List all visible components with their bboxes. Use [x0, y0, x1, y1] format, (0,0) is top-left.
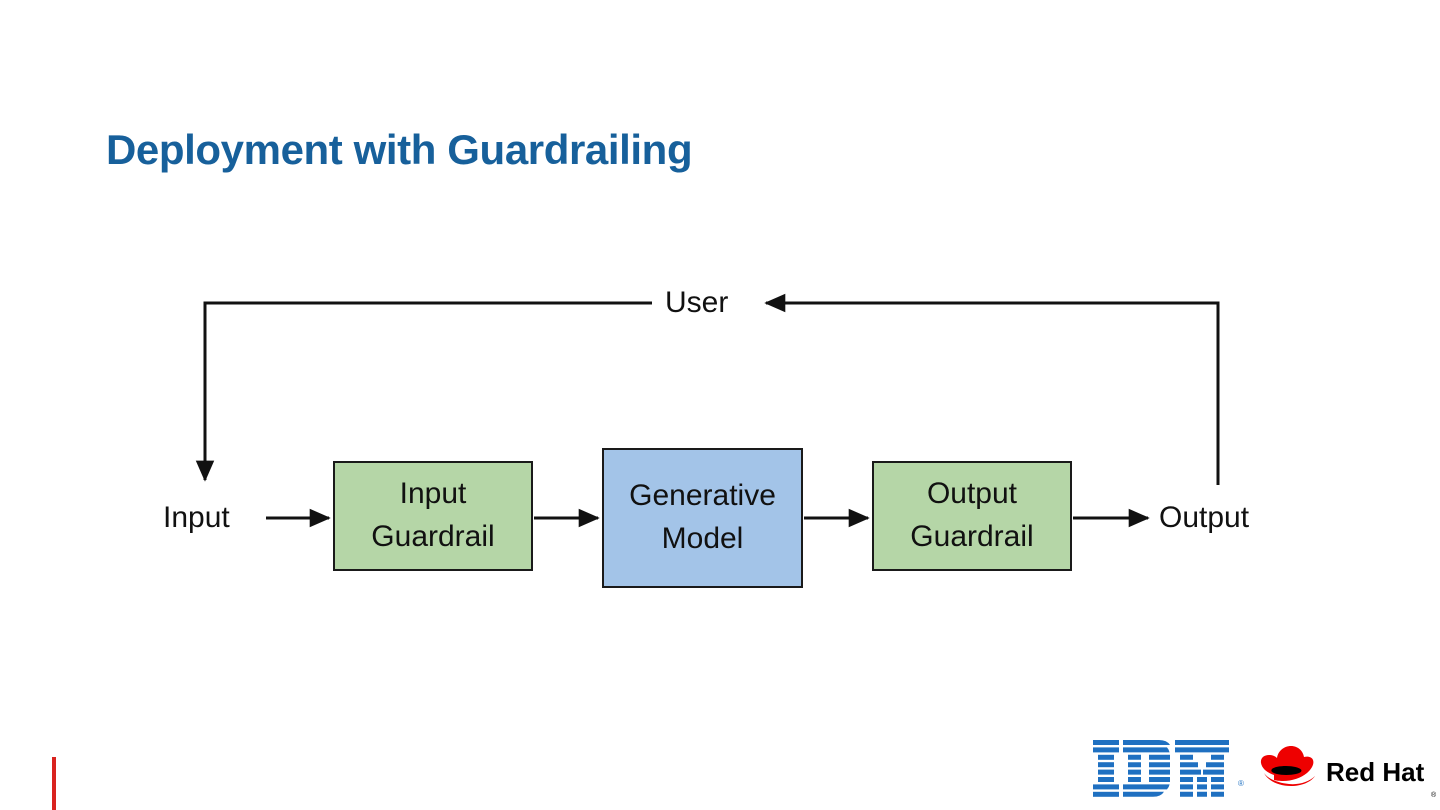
label-output: Output [1159, 501, 1250, 534]
redhat-fedora-icon [1260, 746, 1315, 786]
node-generative-model[interactable]: Generative Model [602, 448, 803, 588]
label-input: Input [163, 501, 230, 534]
node-input-guardrail-label: Input Guardrail [371, 473, 494, 558]
node-input-guardrail[interactable]: Input Guardrail [333, 461, 533, 571]
label-user: User [665, 286, 729, 319]
redhat-wordmark: Red Hat [1326, 757, 1425, 787]
ibm-registered-mark: ® [1238, 779, 1244, 788]
redhat-registered-mark: ® [1431, 792, 1437, 799]
node-label-line2: Model [661, 522, 744, 555]
node-label-line2: Guardrail [910, 520, 1034, 553]
page-title: Deployment with Guardrailing [106, 126, 693, 173]
node-label-line1: Output [926, 477, 1018, 511]
ibm-logo [1093, 740, 1235, 797]
accent-bar [52, 757, 56, 810]
node-label-line1: Input [399, 477, 467, 511]
node-label-line1: Generative [629, 479, 776, 513]
node-label-line2: Guardrail [371, 520, 495, 553]
edge-output-to-user [764, 293, 1220, 485]
node-generative-model-label: Generative Model [629, 475, 776, 560]
edge-user-to-input [195, 301, 652, 482]
node-output-guardrail[interactable]: Output Guardrail [872, 461, 1072, 571]
node-output-guardrail-label: Output Guardrail [910, 473, 1033, 558]
redhat-logo: Red Hat [1258, 745, 1434, 797]
